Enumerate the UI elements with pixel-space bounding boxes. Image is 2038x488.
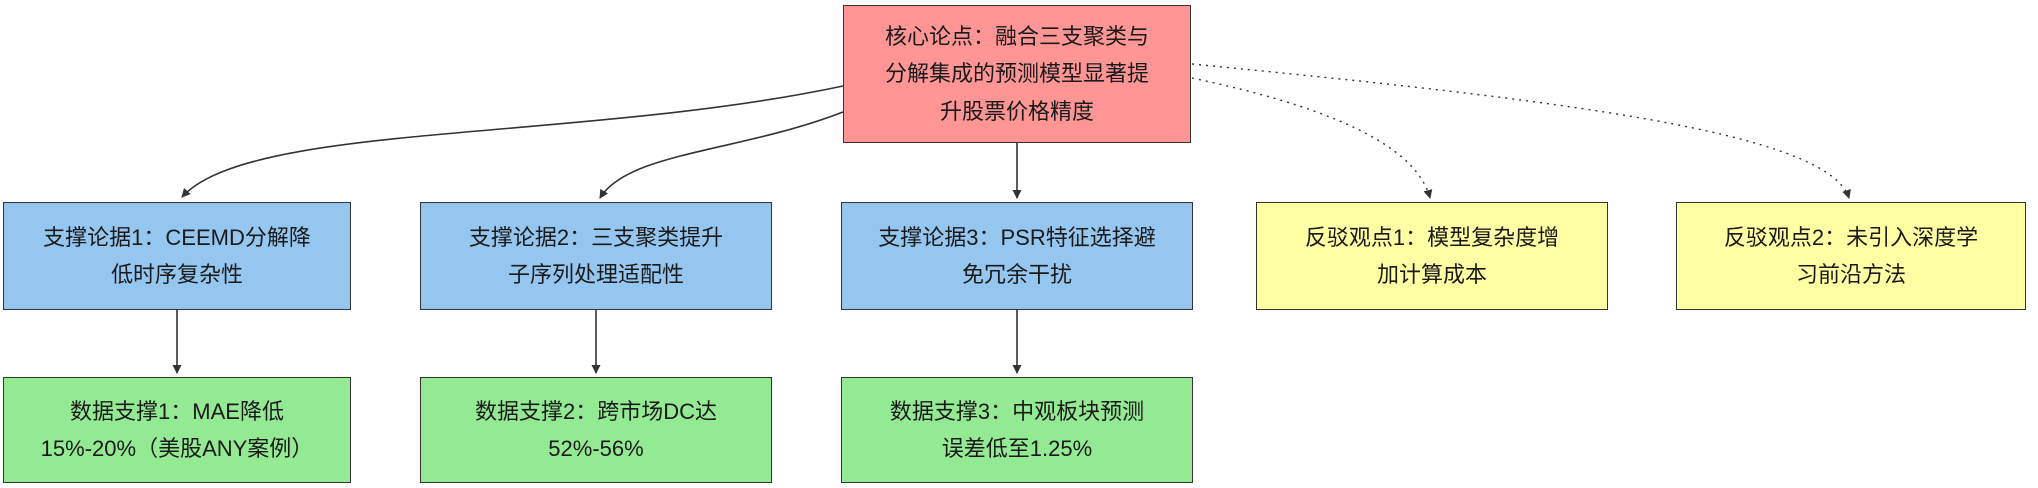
node-core-claim: 核心论点：融合三支聚类与 分解集成的预测模型显著提 升股票价格精度 <box>843 5 1191 143</box>
node-counter-2: 反驳观点2：未引入深度学 习前沿方法 <box>1676 202 2026 310</box>
node-support-2: 支撑论据2：三支聚类提升 子序列处理适配性 <box>420 202 772 310</box>
node-support-3: 支撑论据3：PSR特征选择避 免冗余干扰 <box>841 202 1193 310</box>
edge-core-to-counter1 <box>1191 77 1433 199</box>
node-counter-1: 反驳观点1：模型复杂度增 加计算成本 <box>1256 202 1608 310</box>
edge-core-to-support1 <box>181 85 844 198</box>
node-support-1: 支撑论据1：CEEMD分解降 低时序复杂性 <box>3 202 351 310</box>
node-evidence-2: 数据支撑2：跨市场DC达 52%-56% <box>420 377 772 483</box>
node-evidence-1: 数据支撑1：MAE降低 15%-20%（美股ANY案例） <box>3 377 351 483</box>
edge-core-to-counter2 <box>1191 63 1851 199</box>
edge-core-to-support2 <box>599 111 844 199</box>
node-evidence-3: 数据支撑3：中观板块预测 误差低至1.25% <box>841 377 1193 483</box>
